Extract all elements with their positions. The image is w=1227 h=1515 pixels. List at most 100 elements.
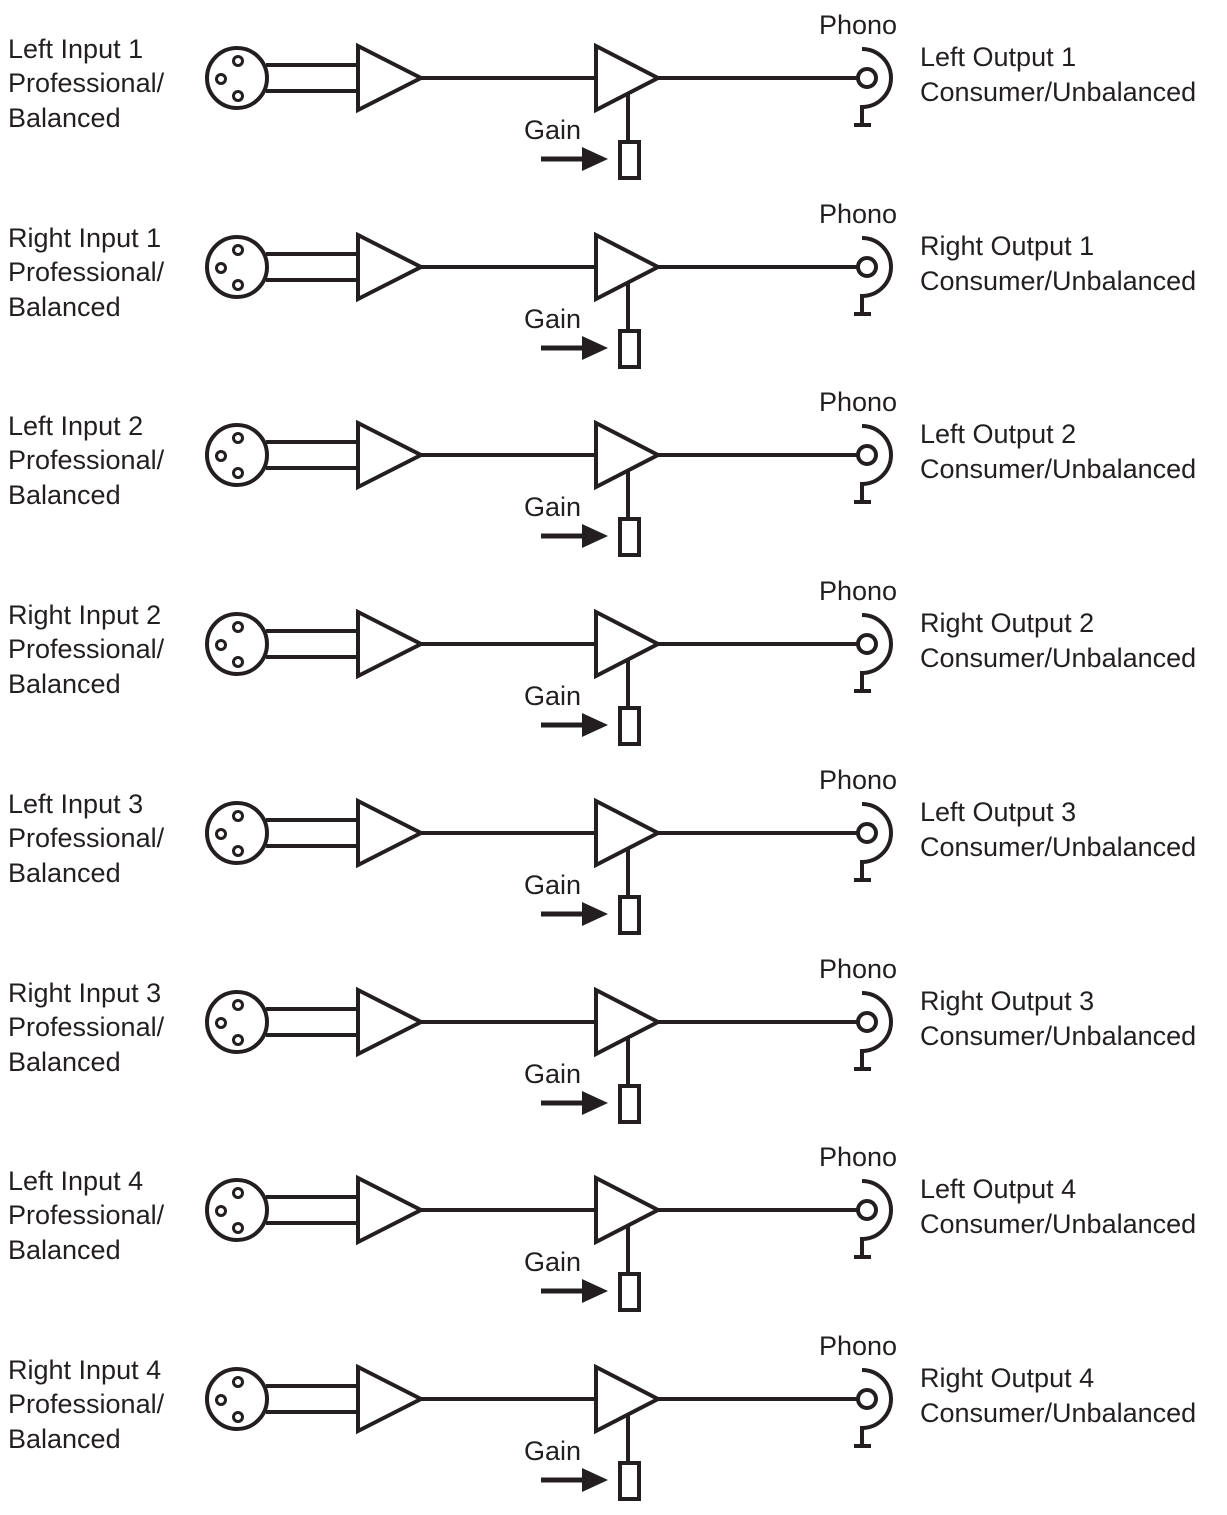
output-name-label: Left Output 1 bbox=[920, 42, 1076, 72]
buffer-amplifier-icon bbox=[356, 986, 426, 1058]
output-type-label: Consumer/Unbalanced bbox=[920, 1398, 1196, 1428]
phono-center-pin bbox=[856, 822, 878, 844]
buffer-amplifier-icon bbox=[356, 419, 426, 491]
xlr-connector-icon bbox=[205, 1178, 269, 1242]
phono-center-pin bbox=[856, 1199, 878, 1221]
input-type-label: Balanced bbox=[8, 103, 121, 133]
phono-center-pin bbox=[856, 633, 878, 655]
gain-potentiometer-icon bbox=[618, 706, 641, 746]
arrow-right-icon bbox=[541, 1091, 608, 1115]
phono-label: Phono bbox=[819, 576, 897, 606]
xlr-body bbox=[205, 1178, 269, 1242]
gain-label: Gain bbox=[524, 1059, 581, 1089]
phono-shield bbox=[861, 613, 893, 675]
xlr-pin bbox=[232, 90, 244, 102]
input-type-label: Balanced bbox=[8, 669, 121, 699]
buffer-amplifier-icon bbox=[356, 797, 426, 869]
phono-jack-icon bbox=[854, 802, 893, 882]
output-type-label: Consumer/Unbalanced bbox=[920, 643, 1196, 673]
phono-center-pin bbox=[856, 1388, 878, 1410]
xlr-pin bbox=[232, 621, 244, 633]
phono-label: Phono bbox=[819, 387, 897, 417]
output-type-label: Consumer/Unbalanced bbox=[920, 454, 1196, 484]
xlr-pin bbox=[215, 262, 227, 274]
gain-potentiometer-icon bbox=[618, 329, 641, 369]
xlr-body bbox=[205, 612, 269, 676]
arrow-head bbox=[582, 524, 608, 548]
gain-label: Gain bbox=[524, 115, 581, 145]
arrow-right-icon bbox=[541, 524, 608, 548]
input-name-label: Left Input 3 bbox=[8, 789, 143, 819]
arrow-right-icon bbox=[541, 147, 608, 171]
phono-label: Phono bbox=[819, 199, 897, 229]
xlr-pin bbox=[232, 467, 244, 479]
input-type-label: Professional/ bbox=[8, 634, 165, 664]
phono-jack-icon bbox=[854, 47, 893, 127]
phono-label: Phono bbox=[819, 1331, 897, 1361]
input-name-label: Left Input 4 bbox=[8, 1166, 143, 1196]
input-name-label: Right Input 1 bbox=[8, 223, 161, 253]
phono-shield bbox=[861, 991, 893, 1053]
xlr-body bbox=[205, 235, 269, 299]
output-name-label: Right Output 2 bbox=[920, 608, 1094, 638]
input-name-label: Left Input 2 bbox=[8, 411, 143, 441]
input-type-label: Professional/ bbox=[8, 823, 165, 853]
input-type-label: Balanced bbox=[8, 292, 121, 322]
output-type-label: Consumer/Unbalanced bbox=[920, 77, 1196, 107]
phono-center-pin bbox=[856, 256, 878, 278]
xlr-connector-icon bbox=[205, 423, 269, 487]
phono-shield bbox=[861, 424, 893, 486]
arrow-head bbox=[582, 713, 608, 737]
input-name-label: Right Input 4 bbox=[8, 1355, 161, 1385]
input-type-label: Professional/ bbox=[8, 68, 165, 98]
input-type-label: Balanced bbox=[8, 1235, 121, 1265]
xlr-pin bbox=[215, 828, 227, 840]
xlr-body bbox=[205, 801, 269, 865]
xlr-connector-icon bbox=[205, 1367, 269, 1431]
phono-jack-icon bbox=[854, 613, 893, 693]
xlr-pin bbox=[215, 1394, 227, 1406]
output-type-label: Consumer/Unbalanced bbox=[920, 266, 1196, 296]
phono-shield bbox=[861, 802, 893, 864]
gain-label: Gain bbox=[524, 1436, 581, 1466]
gain-label: Gain bbox=[524, 304, 581, 334]
arrow-head bbox=[582, 902, 608, 926]
xlr-pin bbox=[232, 55, 244, 67]
gain-label: Gain bbox=[524, 681, 581, 711]
xlr-pin bbox=[232, 1034, 244, 1046]
output-type-label: Consumer/Unbalanced bbox=[920, 832, 1196, 862]
arrow-right-icon bbox=[541, 336, 608, 360]
buffer-amplifier-icon bbox=[356, 42, 426, 114]
xlr-pin bbox=[215, 639, 227, 651]
gain-potentiometer-icon bbox=[618, 1084, 641, 1124]
arrow-right-icon bbox=[541, 1468, 608, 1492]
phono-center-pin bbox=[856, 1011, 878, 1033]
xlr-pin bbox=[232, 845, 244, 857]
xlr-pin bbox=[215, 1205, 227, 1217]
input-type-label: Professional/ bbox=[8, 1012, 165, 1042]
xlr-body bbox=[205, 990, 269, 1054]
xlr-pin bbox=[232, 1187, 244, 1199]
phono-jack-icon bbox=[854, 991, 893, 1071]
xlr-pin bbox=[232, 1222, 244, 1234]
xlr-connector-icon bbox=[205, 612, 269, 676]
arrow-head bbox=[582, 1279, 608, 1303]
phono-jack-icon bbox=[854, 1179, 893, 1259]
xlr-pin bbox=[232, 810, 244, 822]
input-type-label: Balanced bbox=[8, 1047, 121, 1077]
output-name-label: Right Output 3 bbox=[920, 986, 1094, 1016]
input-name-label: Right Input 3 bbox=[8, 978, 161, 1008]
arrow-head bbox=[582, 1468, 608, 1492]
output-type-label: Consumer/Unbalanced bbox=[920, 1209, 1196, 1239]
phono-label: Phono bbox=[819, 765, 897, 795]
arrow-right-icon bbox=[541, 1279, 608, 1303]
xlr-pin bbox=[232, 1376, 244, 1388]
buffer-amplifier-icon bbox=[356, 1363, 426, 1435]
gain-potentiometer-icon bbox=[618, 1272, 641, 1312]
